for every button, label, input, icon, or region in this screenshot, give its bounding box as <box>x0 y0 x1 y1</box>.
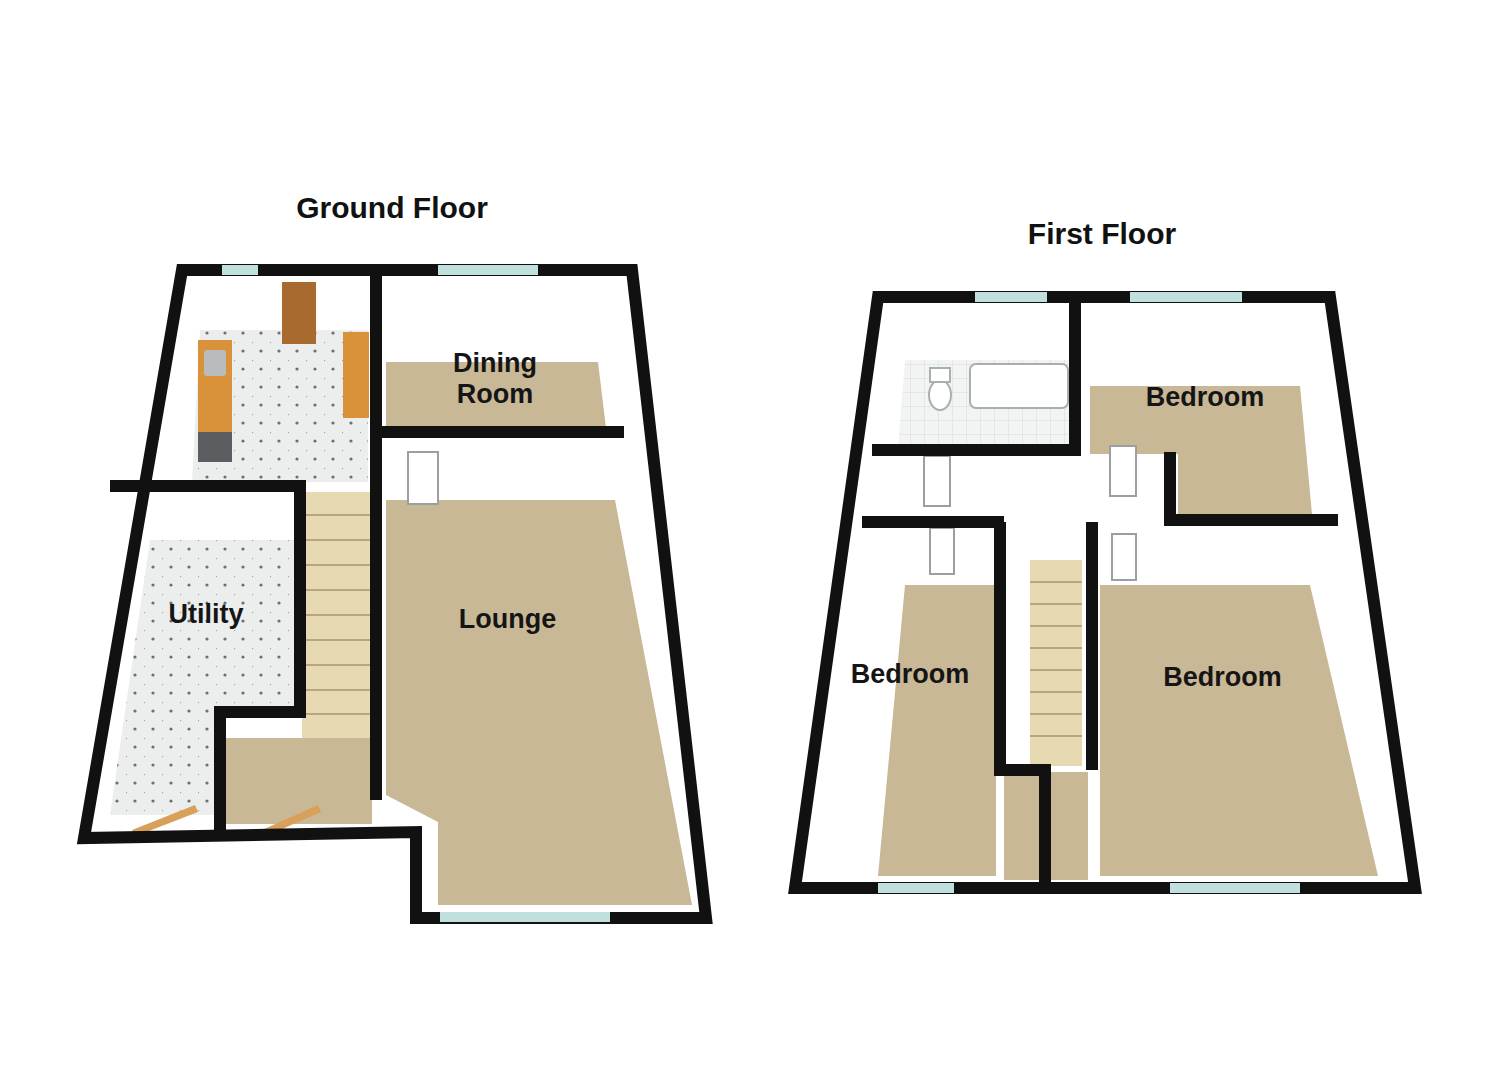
window <box>438 265 538 275</box>
room: Utility <box>120 585 292 645</box>
wall-face <box>380 276 620 428</box>
room-label: Bedroom <box>1146 382 1265 413</box>
inner-wall <box>1170 452 1338 520</box>
staircase <box>302 492 372 738</box>
room: Lounge <box>400 590 615 650</box>
staircase <box>1030 560 1082 766</box>
stair-step <box>302 589 372 591</box>
inner-wall <box>1000 522 1045 888</box>
wall-face <box>1080 302 1338 516</box>
floor-heading: Ground Floor <box>62 190 722 226</box>
door <box>924 456 950 506</box>
window <box>878 883 954 893</box>
room-label: Bedroom <box>851 659 970 690</box>
wall-face <box>876 302 1072 448</box>
window <box>975 292 1047 302</box>
inner-wall <box>862 516 1004 528</box>
floor-heading: First Floor <box>782 216 1422 252</box>
room: Bedroom <box>825 650 995 700</box>
back-door <box>282 282 316 344</box>
room-label: Bedroom <box>1163 662 1282 693</box>
window <box>440 912 610 922</box>
stair-step <box>302 713 372 715</box>
stair-step <box>1030 669 1082 671</box>
stair-step <box>302 514 372 516</box>
room: Bedroom <box>1095 375 1315 420</box>
bath <box>970 364 1068 408</box>
kitchen-floor <box>192 330 368 482</box>
walls <box>795 297 1415 888</box>
stair-step <box>302 689 372 691</box>
stair-step <box>302 664 372 666</box>
inner-wall <box>110 486 300 834</box>
stair-step <box>302 539 372 541</box>
inner-wall <box>1086 522 1098 770</box>
lounge-floor <box>386 500 692 905</box>
stair-step <box>1030 647 1082 649</box>
room-label: Utility <box>168 599 243 630</box>
stair-step <box>302 564 372 566</box>
bedroom-floor <box>1100 585 1378 876</box>
sink <box>204 350 226 376</box>
stair-step <box>1030 691 1082 693</box>
door <box>408 452 438 504</box>
cupboard-floor <box>1050 772 1088 880</box>
wall-face <box>1092 526 1410 884</box>
cupboard-floor <box>1004 772 1042 880</box>
stair-step <box>1030 603 1082 605</box>
room: Bedroom <box>1105 655 1340 700</box>
walls <box>84 270 706 918</box>
wall-face <box>800 526 998 884</box>
floor-plan: Ground FloorDining RoomUtility Lounge <box>62 190 722 930</box>
stair-well <box>1008 526 1088 766</box>
room-label: Lounge <box>459 604 556 635</box>
wall-face <box>380 436 700 912</box>
bedroom-floor <box>878 585 996 876</box>
stair-step <box>302 614 372 616</box>
window <box>222 265 258 275</box>
cistern <box>930 368 950 382</box>
stair-step <box>1030 625 1082 627</box>
wall-face <box>163 276 370 482</box>
stair-steps <box>1030 582 1082 736</box>
door <box>930 528 954 574</box>
inner-wall <box>370 270 382 800</box>
window <box>1170 883 1300 893</box>
stair-step <box>1030 581 1082 583</box>
door <box>1110 446 1136 496</box>
door <box>1112 534 1136 580</box>
stair-step <box>302 639 372 641</box>
toilet <box>929 380 951 410</box>
inner-wall <box>872 297 1075 450</box>
inner-wall <box>376 426 624 438</box>
bathroom-floor <box>898 360 1072 448</box>
stair-steps <box>302 515 372 714</box>
hob <box>198 432 232 462</box>
stair-step <box>1030 713 1082 715</box>
outer-wall <box>795 297 1415 888</box>
hall-floor <box>225 738 372 824</box>
room: Dining Room <box>390 340 600 418</box>
window <box>1130 292 1242 302</box>
stair-step <box>1030 735 1082 737</box>
worktop <box>343 332 369 418</box>
room-label: Dining Room <box>430 348 560 410</box>
outer-wall <box>84 270 706 918</box>
floor-plan: First FloorBedroomBedroomBedroom <box>782 216 1422 916</box>
